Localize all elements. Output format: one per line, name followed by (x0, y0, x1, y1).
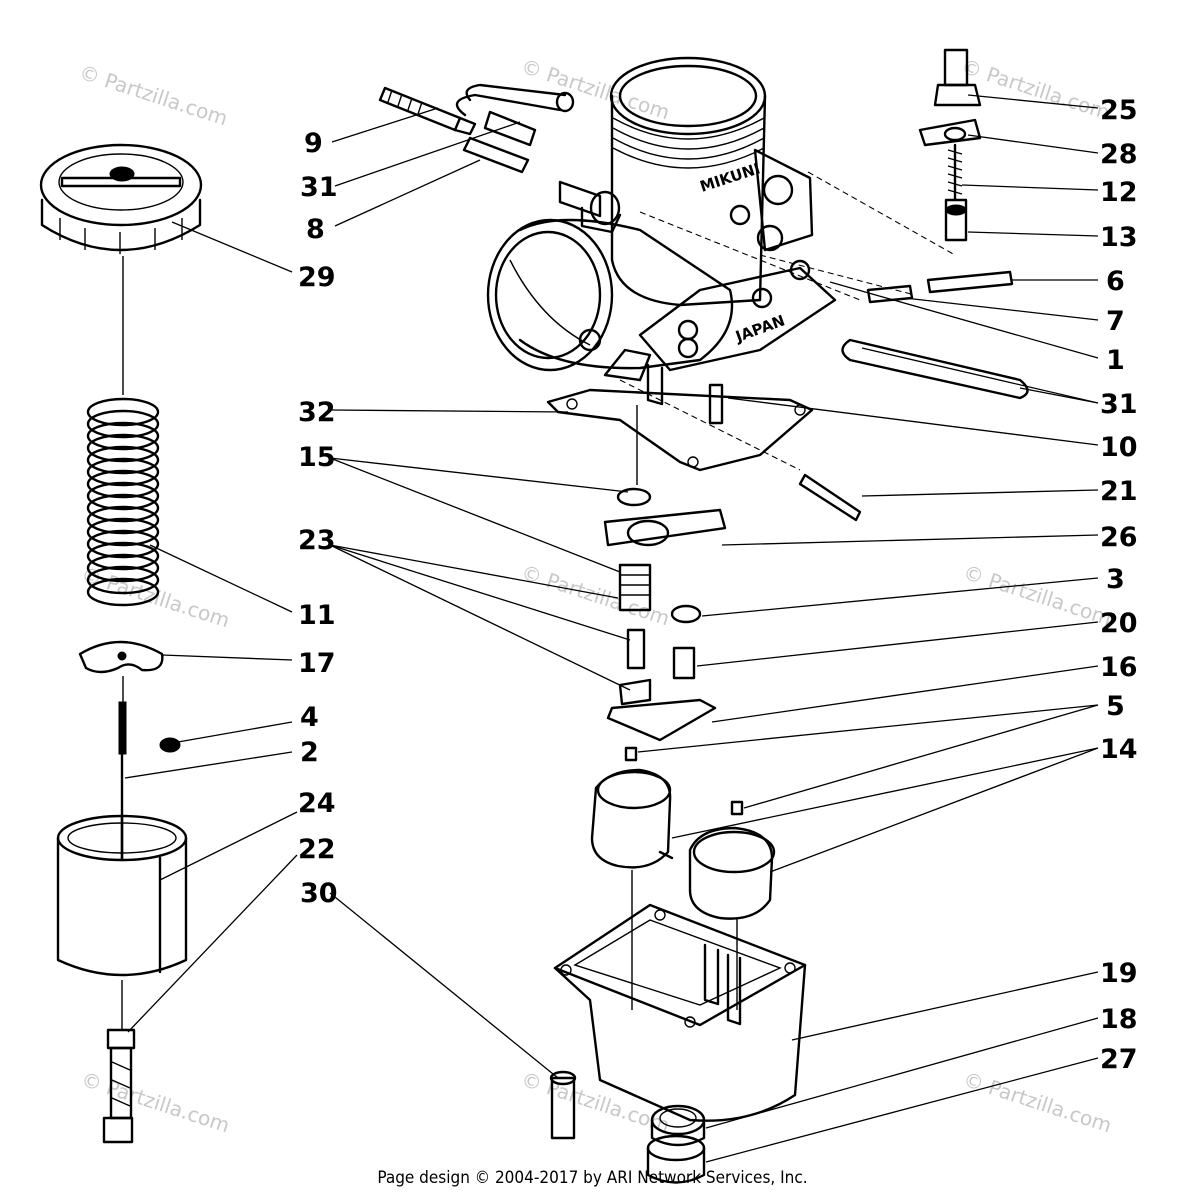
part-float-chamber-gasket (546, 388, 814, 472)
callout-2: 2 (300, 737, 319, 768)
spring-coil (86, 565, 160, 595)
spring-coil (86, 553, 160, 583)
watermark-3: © Partzilla.com (958, 54, 1112, 125)
callout-1: 1 (1106, 345, 1125, 376)
callout-22: 22 (298, 834, 336, 865)
stamp-origin: JAPAN (732, 311, 787, 346)
part-pilot-screw-spring (462, 136, 530, 174)
callout-17: 17 (298, 648, 336, 679)
part-needle-jet (102, 1028, 136, 1144)
part-washer-3 (670, 604, 702, 624)
part-pilot-jet (672, 646, 696, 680)
spring-coil (86, 445, 160, 475)
spring-coil (86, 505, 160, 535)
watermark-1: © Partzilla.com (76, 60, 230, 131)
part-needle-clip (159, 737, 181, 753)
callout-9: 9 (304, 128, 323, 159)
callout-24: 24 (298, 788, 336, 819)
spring-coil (86, 457, 160, 487)
watermark-2: © Partzilla.com (518, 54, 672, 125)
part-main-jet (650, 1104, 706, 1147)
part-stop-screw-spring (866, 284, 914, 304)
part-throttle-spring (86, 397, 160, 607)
stamp-brand: MIKUNI (698, 159, 763, 195)
spring-coil (86, 469, 160, 499)
spring-coil (86, 541, 160, 571)
part-overflow-tube (841, 338, 1029, 400)
callout-23: 23 (298, 525, 336, 556)
callout-13: 13 (1100, 222, 1138, 253)
callout-10: 10 (1100, 432, 1138, 463)
spring-coil (86, 493, 160, 523)
callout-14: 14 (1100, 734, 1138, 765)
part-drain-screw (549, 1070, 577, 1140)
callout-29: 29 (298, 262, 336, 293)
callout-5: 5 (1106, 691, 1125, 722)
callout-16: 16 (1100, 652, 1138, 683)
part-throttle-valve (56, 814, 188, 977)
part-air-vent-tubes (455, 83, 575, 147)
callout-21: 21 (1100, 476, 1138, 507)
callout-32: 32 (298, 397, 336, 428)
callout-6: 6 (1106, 266, 1125, 297)
part-needle-clip-plate (78, 640, 164, 674)
callout-31-top: 31 (300, 172, 338, 203)
callout-11: 11 (298, 600, 336, 631)
watermark-7: © Partzilla.com (78, 1067, 232, 1138)
callout-19: 19 (1100, 958, 1138, 989)
callout-8: 8 (306, 214, 325, 245)
callout-28: 28 (1100, 139, 1138, 170)
callout-18: 18 (1100, 1004, 1138, 1035)
watermarks: © Partzilla.com © Partzilla.com © Partzi… (76, 54, 1114, 1138)
callout-31-right: 31 (1100, 389, 1138, 420)
part-rod-21 (798, 473, 862, 522)
part-float-pin-5b (730, 800, 744, 816)
callout-3: 3 (1106, 564, 1125, 595)
spring-coil (86, 481, 160, 511)
callout-7: 7 (1106, 306, 1125, 337)
part-float-right (688, 826, 776, 920)
part-float-left (590, 768, 674, 869)
part-throttle-stop-screw (926, 270, 1014, 294)
part-pilot-air-screw (378, 86, 477, 136)
spring-coil (86, 529, 160, 559)
spring-coil (86, 409, 160, 439)
part-needle-valve-seat (618, 563, 652, 670)
callout-15: 15 (298, 442, 336, 473)
leader-lines (124, 94, 1099, 1163)
spring-coil (86, 433, 160, 463)
callout-27: 27 (1100, 1044, 1138, 1075)
callout-12: 12 (1100, 177, 1138, 208)
callout-numbers: 9 31 8 29 32 15 23 11 17 4 2 24 22 30 25… (298, 95, 1138, 1075)
part-top-cap (39, 143, 203, 254)
part-float-arm (606, 678, 717, 742)
callout-30: 30 (300, 878, 338, 909)
part-washer-15 (616, 487, 652, 507)
callout-20: 20 (1100, 608, 1138, 639)
watermark-6: © Partzilla.com (960, 560, 1114, 631)
spring-coil (86, 577, 160, 607)
part-float-pin (708, 383, 724, 425)
callout-26: 26 (1100, 522, 1138, 553)
spring-coil (86, 421, 160, 451)
watermark-9: © Partzilla.com (960, 1067, 1114, 1138)
spring-coil (86, 397, 160, 427)
part-baffle-plate (603, 508, 727, 547)
page-footer: Page design © 2004-2017 by ARI Network S… (377, 1168, 808, 1188)
part-starter-plunger-assembly (918, 48, 982, 242)
part-bowl-plug (646, 1134, 706, 1184)
callout-4: 4 (300, 702, 319, 733)
callout-25: 25 (1100, 95, 1138, 126)
part-float-pin-5a (624, 746, 638, 762)
spring-coil (86, 517, 160, 547)
